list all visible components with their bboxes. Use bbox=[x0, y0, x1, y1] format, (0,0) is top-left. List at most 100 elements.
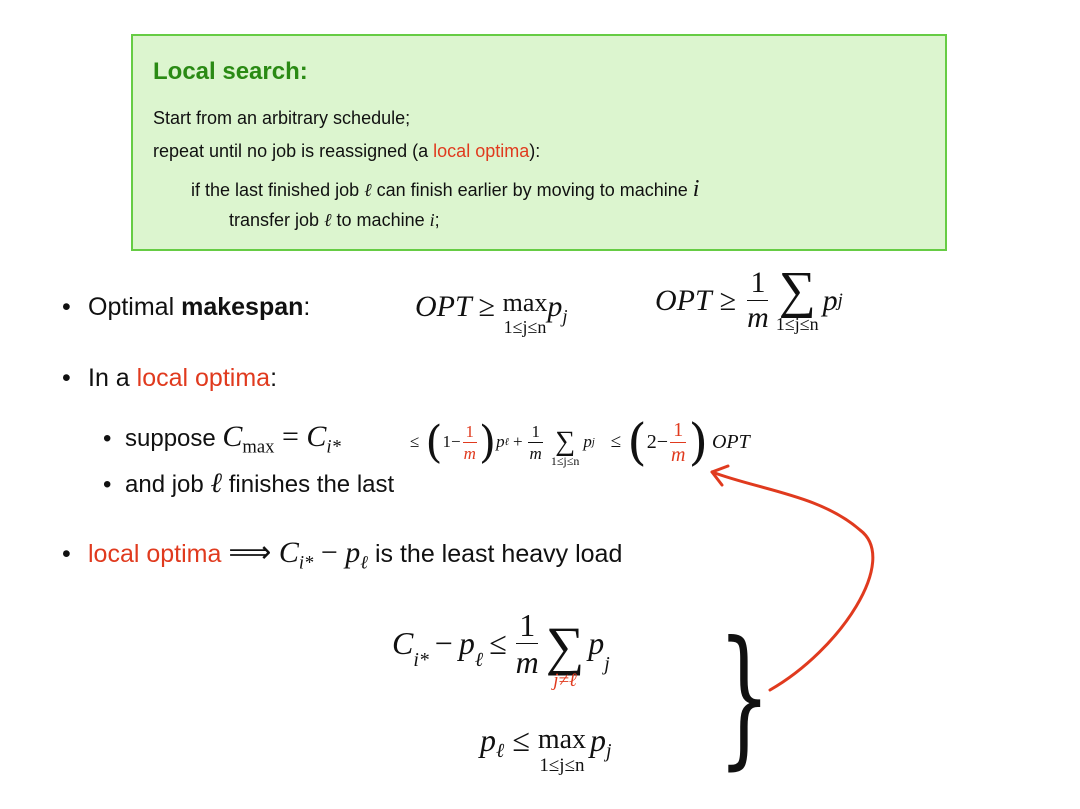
one-symbol: 1 bbox=[442, 432, 452, 451]
fraction-one-over-m: 1 m bbox=[461, 423, 479, 462]
sub-bullet-suppose: •suppose Cmax = Ci* bbox=[103, 420, 341, 459]
leq-symbol: ≤ bbox=[512, 722, 530, 758]
left-paren: ( bbox=[627, 413, 647, 471]
p-symbol: p bbox=[458, 625, 475, 662]
machine-i-symbol: i bbox=[429, 210, 435, 230]
sum-range: 1≤j≤n bbox=[550, 453, 580, 468]
numerator: 1 bbox=[747, 268, 769, 301]
bullet-makespan: •Optimal makespan: bbox=[62, 293, 310, 322]
fraction-one-over-m: 1 m bbox=[513, 609, 542, 678]
j-subscript: j bbox=[562, 306, 568, 328]
p-symbol: p bbox=[480, 722, 496, 758]
algorithm-line-4: transfer job ℓ to machine i; bbox=[229, 210, 440, 231]
j-subscript: j bbox=[837, 289, 843, 311]
ell-subscript: ℓ bbox=[504, 436, 509, 448]
algorithm-line-2-text: repeat until no job is reassigned (a bbox=[153, 141, 434, 161]
algorithm-line-2: repeat until no job is reassigned (a loc… bbox=[153, 141, 540, 162]
sum-operator: ∑ 1≤j≤n bbox=[775, 262, 819, 334]
sum-sign: ∑ bbox=[778, 262, 816, 320]
sum-range-j-neq-ell: j≠ℓ bbox=[553, 669, 577, 691]
max-operator: max 1≤j≤n bbox=[502, 288, 548, 337]
geq-symbol: ≥ bbox=[478, 290, 496, 323]
bullet-implies: •local optima ⟹ Ci* − pℓ is the least he… bbox=[62, 535, 622, 575]
algorithm-box: Local search: Start from an arbitrary sc… bbox=[131, 34, 947, 251]
least-heavy-text: is the least heavy load bbox=[368, 540, 623, 568]
algorithm-line-3: if the last finished job ℓ can finish ea… bbox=[191, 176, 699, 203]
numerator: 1 bbox=[516, 609, 539, 645]
ell-subscript: ℓ bbox=[360, 552, 369, 574]
bullet-dot: • bbox=[62, 540, 71, 568]
c-symbol: C bbox=[306, 420, 327, 453]
algorithm-line-1: Start from an arbitrary schedule; bbox=[153, 108, 411, 128]
i-star-subscript: i* bbox=[326, 436, 341, 458]
local-optima-highlight: local optima bbox=[88, 540, 222, 568]
minus-symbol: − bbox=[320, 536, 338, 569]
sum-sign: ∑ bbox=[555, 426, 576, 458]
max-range: 1≤j≤n bbox=[503, 317, 547, 337]
bullet-dot: • bbox=[103, 425, 112, 452]
p-symbol: p bbox=[588, 625, 605, 662]
bullet-dot: • bbox=[103, 471, 112, 498]
algorithm-line-4-mid: to machine bbox=[331, 210, 430, 230]
algorithm-line-3-text: if the last finished job bbox=[191, 180, 365, 200]
sum-sign: ∑ bbox=[545, 616, 585, 676]
sub-bullet-job-finishes: •and job ℓ finishes the last bbox=[103, 468, 394, 500]
machine-i-symbol: i bbox=[692, 176, 700, 202]
job-text: and job bbox=[125, 471, 211, 498]
ell-subscript: ℓ bbox=[474, 648, 484, 671]
sum-operator: ∑ j≠ℓ bbox=[545, 616, 585, 691]
minus-symbol: − bbox=[434, 625, 453, 662]
sum-operator: ∑ 1≤j≤n bbox=[550, 426, 580, 468]
ell-subscript: ℓ bbox=[496, 740, 505, 762]
ell-symbol: ℓ bbox=[364, 180, 372, 200]
i-star-subscript: i* bbox=[413, 648, 429, 671]
leq-symbol: ≤ bbox=[410, 432, 420, 451]
denominator: m bbox=[747, 301, 769, 334]
p-symbol: p bbox=[583, 432, 592, 451]
minus-symbol: − bbox=[656, 430, 669, 453]
ell-symbol: ℓ bbox=[324, 210, 332, 230]
j-subscript: j bbox=[591, 436, 595, 448]
c-symbol: C bbox=[392, 625, 414, 662]
plus-symbol: + bbox=[512, 432, 523, 451]
algorithm-line-4-end: ; bbox=[434, 210, 440, 230]
denominator: m bbox=[515, 644, 539, 681]
numerator: 1 bbox=[462, 423, 477, 443]
bullet-text: In a bbox=[88, 364, 137, 392]
bullet-colon: : bbox=[303, 293, 311, 321]
minus-symbol: − bbox=[451, 432, 461, 451]
bullet-local-optima: •In a local optima: bbox=[62, 364, 277, 393]
implies-arrow: ⟹ bbox=[228, 536, 272, 569]
finishes-text: finishes the last bbox=[222, 471, 395, 498]
bullet-colon: : bbox=[270, 364, 278, 392]
bullet-dot: • bbox=[62, 364, 71, 392]
max-text: max bbox=[502, 288, 548, 317]
opt-symbol: OPT bbox=[655, 283, 712, 317]
sum-range: 1≤j≤n bbox=[775, 313, 819, 334]
local-optima-highlight: local optima bbox=[433, 141, 530, 161]
formula-opt-max: OPT ≥ max 1≤j≤n pj bbox=[415, 288, 568, 337]
algorithm-line-2-end: ): bbox=[529, 141, 541, 161]
fraction-one-over-m: 1 m bbox=[668, 420, 688, 465]
p-symbol: p bbox=[345, 536, 361, 569]
p-symbol: p bbox=[590, 722, 607, 758]
algorithm-line-3-mid: can finish earlier by moving to machine bbox=[371, 180, 693, 200]
p-symbol: p bbox=[547, 290, 563, 323]
fraction-one-over-m: 1 m bbox=[744, 268, 772, 333]
two-symbol: 2 bbox=[646, 430, 657, 453]
p-symbol: p bbox=[822, 283, 838, 317]
denominator: m bbox=[463, 443, 476, 463]
j-subscript: j bbox=[606, 740, 612, 762]
bullet-text: Optimal bbox=[88, 293, 182, 321]
numerator: 1 bbox=[528, 423, 543, 443]
right-paren: ) bbox=[478, 416, 497, 468]
algorithm-title: Local search: bbox=[153, 58, 308, 85]
geq-symbol: ≥ bbox=[719, 283, 737, 317]
p-symbol: p bbox=[496, 432, 505, 451]
denominator: m bbox=[671, 443, 686, 466]
i-star-subscript: i* bbox=[298, 552, 314, 574]
